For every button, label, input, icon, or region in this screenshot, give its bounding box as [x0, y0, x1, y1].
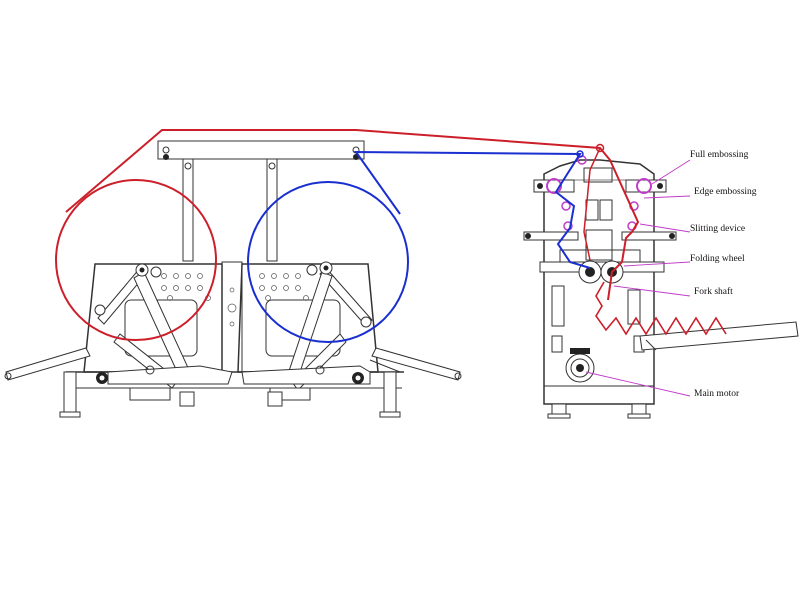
output-conveyor — [639, 321, 799, 351]
label-main-motor: Main motor — [694, 389, 740, 399]
parent-roll-red — [55, 179, 217, 341]
post-left — [182, 158, 194, 262]
top-beam — [157, 140, 365, 160]
label-full-embossing: Full embossing — [690, 150, 749, 160]
folded-web-zigzag — [595, 281, 727, 336]
parent-roll-blue — [247, 181, 409, 343]
web-path-blue — [354, 150, 591, 269]
label-edge-embossing: Edge embossing — [694, 187, 757, 197]
unwind-stand — [4, 140, 462, 418]
unit-frame — [543, 159, 655, 405]
web-path-red — [65, 129, 640, 301]
callout-lines — [585, 159, 691, 397]
label-folding-wheel: Folding wheel — [690, 254, 745, 264]
processing-unit — [523, 155, 799, 419]
label-fork-shaft: Fork shaft — [694, 286, 733, 297]
label-slitting-device: Slitting device — [690, 224, 745, 234]
